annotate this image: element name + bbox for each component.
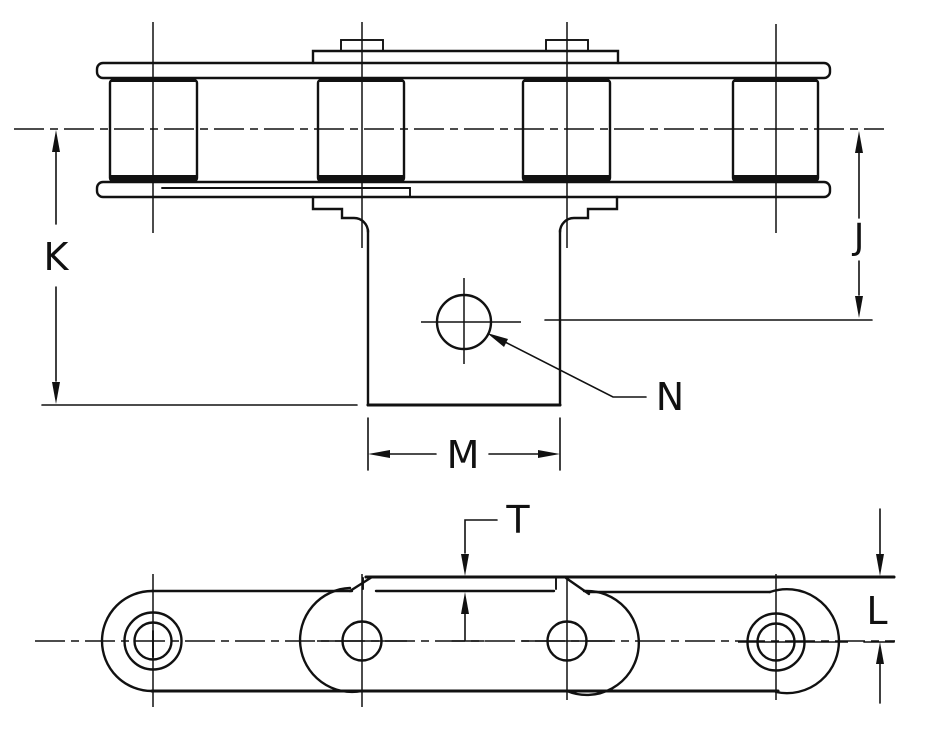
roller-4-top-band <box>734 77 817 82</box>
plate-right-rounded-end <box>768 587 841 695</box>
roller-1-bottom-band <box>111 175 196 182</box>
attachment-flange-right <box>558 195 619 234</box>
roller-4-bottom-band <box>734 175 817 182</box>
n-leader-line <box>504 341 647 398</box>
attachment-top-plate <box>311 49 620 65</box>
dimension-M: M <box>367 417 561 477</box>
roller-3-top-band <box>524 77 609 82</box>
l-arrow-down <box>876 554 884 576</box>
t-arrow-up <box>461 592 469 614</box>
pin1-outer-circle <box>123 611 183 671</box>
k-arrow-down <box>52 382 60 404</box>
attachment-flange-left <box>311 195 370 234</box>
dimension-L: L <box>863 508 895 704</box>
m-arrow-left <box>368 450 390 458</box>
n-leader-arrowhead <box>487 333 508 347</box>
roller-2-top-band <box>319 77 403 82</box>
hole-callout-N: N <box>487 333 684 419</box>
roller-2 <box>316 78 406 183</box>
dimension-J: J <box>544 131 873 321</box>
inner-plate-right-end-arc <box>565 589 640 697</box>
top-link-plate <box>95 61 832 80</box>
k-arrow-up <box>52 130 60 152</box>
roller-1-top-band <box>111 77 196 82</box>
attachment-bend-slope-right <box>564 576 591 596</box>
dim-label-K: K <box>44 235 70 279</box>
j-arrow-down <box>855 296 863 318</box>
dim-label-T: T <box>505 498 530 542</box>
plan-view <box>35 574 896 707</box>
bottom-link-plate <box>95 180 832 199</box>
dimension-T: T <box>451 498 530 642</box>
pin1-inner-circle <box>133 621 173 661</box>
roller-2-bottom-band <box>319 175 403 182</box>
dim-label-M: M <box>447 433 480 477</box>
t-arrow-down <box>461 554 469 576</box>
dimension-K: K <box>41 130 358 406</box>
dim-label-L: L <box>866 589 887 633</box>
plate-left-rounded-end <box>100 589 154 693</box>
roller-3-bottom-band <box>524 175 609 182</box>
inner-plate-edge <box>161 187 411 197</box>
l-arrow-up <box>876 642 884 664</box>
m-arrow-right <box>538 450 560 458</box>
inner-plate-left-end-arc <box>298 586 364 694</box>
dim-label-N: N <box>656 375 684 419</box>
j-arrow-up <box>855 131 863 153</box>
dim-label-J: J <box>852 217 865 258</box>
attachment-bend-slope-left <box>348 575 374 593</box>
side-elevation-view <box>14 22 884 407</box>
